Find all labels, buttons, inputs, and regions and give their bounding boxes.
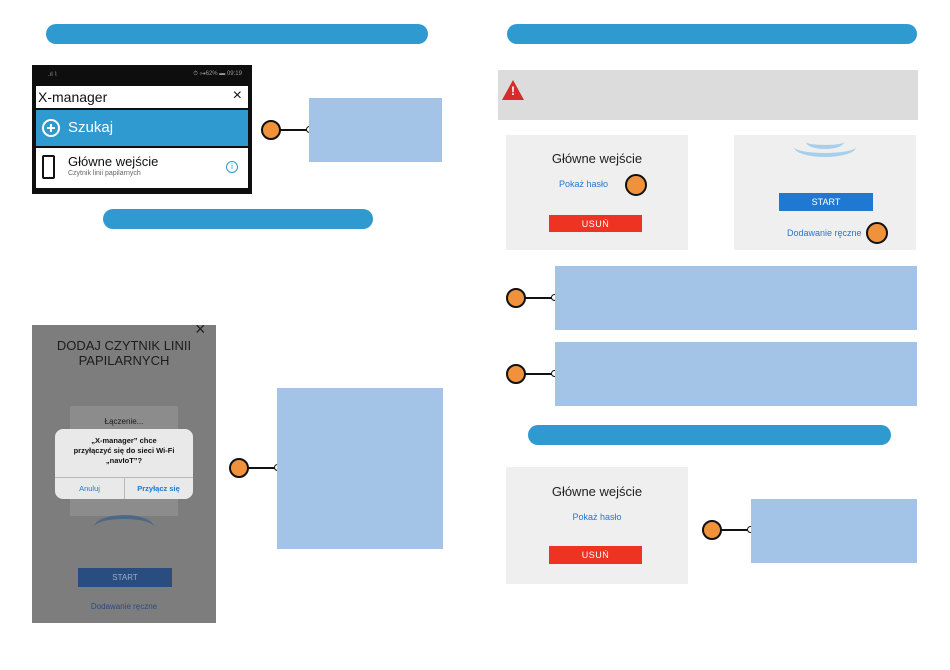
section-header-bar-1 bbox=[46, 24, 428, 44]
search-query: X-manager bbox=[38, 89, 108, 105]
delete-button[interactable]: USUŃ bbox=[549, 546, 642, 564]
placeholder-box-3 bbox=[555, 266, 917, 330]
add-title-line2: PAPILARNYCH bbox=[78, 353, 170, 368]
show-password-link[interactable]: Pokaż hasło bbox=[572, 512, 622, 522]
connecting-label: Łączenie... bbox=[104, 417, 144, 426]
dialog-message: „X-manager” chce przyłączyć się do sieci… bbox=[55, 436, 193, 466]
callout-marker-3 bbox=[625, 174, 647, 196]
callout-marker-2 bbox=[229, 458, 249, 478]
entry-card-bottom: Główne wejście Pokaż hasło USUŃ bbox=[506, 467, 688, 584]
manual-add-link[interactable]: Dodawanie ręczne bbox=[787, 228, 862, 238]
delete-button[interactable]: USUŃ bbox=[549, 215, 642, 232]
callout-marker-1 bbox=[261, 120, 281, 140]
search-result-item[interactable]: Główne wejście Czytnik linii papilarnych… bbox=[36, 148, 248, 188]
placeholder-box-2 bbox=[277, 388, 443, 549]
callout-marker-5 bbox=[506, 288, 526, 308]
status-indicators: ⏱ ⊶62% ▬ 09:19 bbox=[193, 71, 242, 77]
fingerprint-icon bbox=[794, 131, 856, 157]
dialog-line1: „X-manager” chce bbox=[91, 436, 157, 445]
wifi-join-dialog: „X-manager” chce przyłączyć się do sieci… bbox=[55, 429, 193, 499]
callout-line-6 bbox=[525, 373, 553, 375]
section-header-bar-3 bbox=[103, 209, 373, 229]
card-title: Główne wejście bbox=[551, 484, 643, 499]
result-subtitle: Czytnik linii papilarnych bbox=[68, 170, 141, 177]
warning-glyph: ! bbox=[511, 84, 515, 98]
phone-device-icon bbox=[42, 155, 55, 179]
search-action-label: Szukaj bbox=[68, 119, 114, 136]
plus-circle-icon bbox=[42, 119, 60, 137]
dialog-line3: „navIoT”? bbox=[105, 456, 143, 465]
search-field[interactable]: X-manager × bbox=[36, 86, 248, 108]
callout-line-7 bbox=[721, 529, 749, 531]
cancel-button[interactable]: Anuluj bbox=[79, 484, 100, 493]
callout-line-2 bbox=[248, 467, 276, 469]
warning-banner: ! bbox=[498, 70, 918, 120]
dialog-divider-vertical bbox=[124, 477, 125, 499]
placeholder-box-4 bbox=[555, 342, 917, 406]
phone-search-screen: .ıl ⌇ ⏱ ⊶62% ▬ 09:19 X-manager × Szukaj … bbox=[32, 65, 252, 194]
placeholder-box-1 bbox=[309, 98, 442, 162]
entry-card-top: Główne wejście Pokaż hasło USUŃ bbox=[506, 135, 688, 250]
info-icon[interactable]: i bbox=[226, 161, 238, 173]
close-icon[interactable]: × bbox=[195, 325, 206, 339]
signal-icon: .ıl ⌇ bbox=[48, 72, 58, 78]
callout-line-5 bbox=[525, 297, 553, 299]
placeholder-box-5 bbox=[751, 499, 917, 563]
callout-line-1 bbox=[280, 129, 308, 131]
phone-add-screen: × DODAJ CZYTNIK LINII PAPILARNYCH Łączen… bbox=[32, 325, 216, 623]
result-title: Główne wejście bbox=[68, 154, 159, 169]
callout-marker-7 bbox=[702, 520, 722, 540]
warning-icon bbox=[502, 80, 524, 100]
add-card-top: START Dodawanie ręczne bbox=[734, 135, 916, 250]
callout-marker-6 bbox=[506, 364, 526, 384]
clear-icon[interactable]: × bbox=[232, 87, 242, 104]
show-password-link[interactable]: Pokaż hasło bbox=[559, 179, 609, 189]
start-button[interactable]: START bbox=[78, 568, 172, 587]
fingerprint-icon bbox=[94, 515, 154, 539]
section-header-bar-2 bbox=[507, 24, 917, 44]
add-title: DODAJ CZYTNIK LINII PAPILARNYCH bbox=[32, 338, 216, 368]
add-title-line1: DODAJ CZYTNIK LINII bbox=[56, 338, 192, 353]
section-header-bar-4 bbox=[528, 425, 891, 445]
manual-add-link[interactable]: Dodawanie ręczne bbox=[90, 602, 158, 611]
card-title: Główne wejście bbox=[551, 151, 643, 166]
join-button[interactable]: Przyłącz się bbox=[137, 484, 180, 493]
dialog-line2: przyłączyć się do sieci Wi-Fi bbox=[73, 446, 175, 455]
status-bar: .ıl ⌇ ⏱ ⊶62% ▬ 09:19 bbox=[32, 65, 252, 85]
callout-marker-4 bbox=[866, 222, 888, 244]
start-button[interactable]: START bbox=[779, 193, 873, 211]
search-action-row[interactable]: Szukaj bbox=[36, 110, 248, 146]
